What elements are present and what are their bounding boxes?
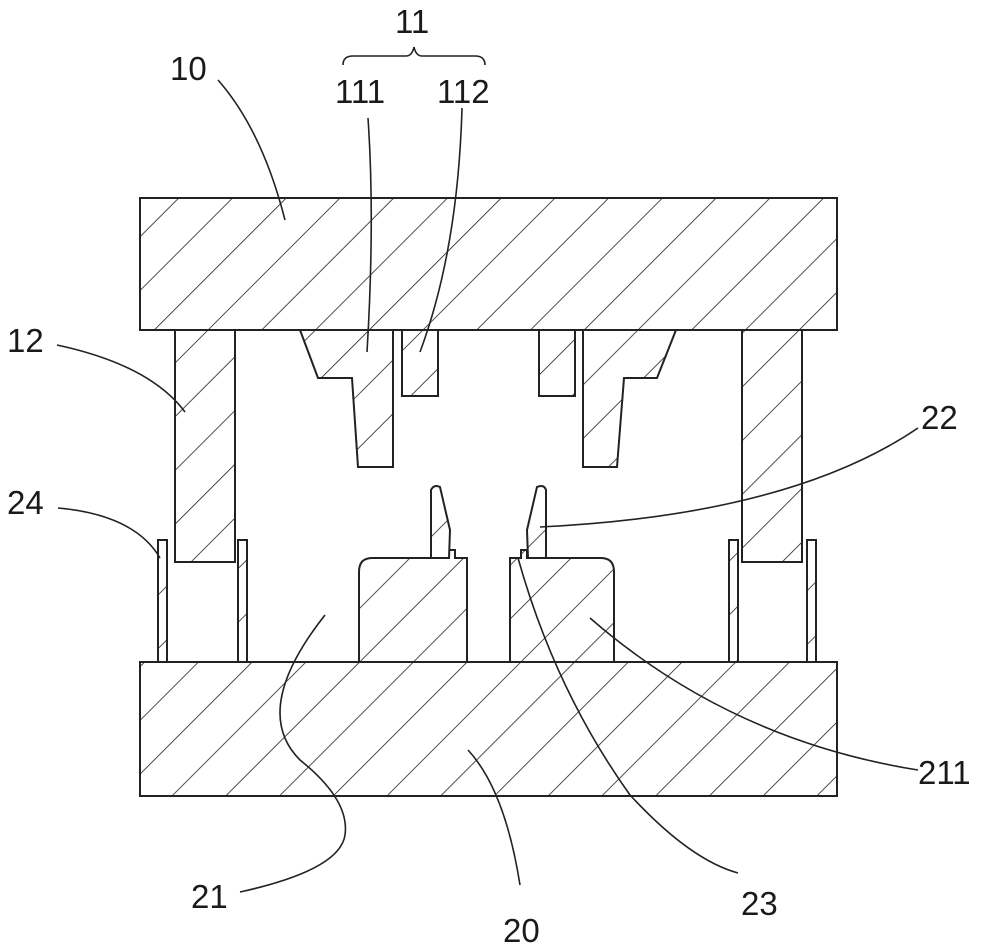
leader-211 xyxy=(589,617,919,771)
guide-post-right xyxy=(741,329,803,563)
label-21: 21 xyxy=(191,878,228,915)
leader-23 xyxy=(517,557,739,874)
label-22: 22 xyxy=(921,399,958,436)
leader-10 xyxy=(217,79,286,221)
leader-24 xyxy=(57,507,161,559)
label-11: 11 xyxy=(395,3,429,40)
leader-12 xyxy=(56,344,186,413)
punch-111-right xyxy=(582,329,678,468)
guide-sleeve-right-inner xyxy=(806,539,817,663)
leader-21 xyxy=(239,614,347,893)
guide-post-left xyxy=(174,329,236,563)
label-23: 23 xyxy=(741,885,778,922)
leader-22 xyxy=(539,427,919,528)
guide-sleeve-right-outer xyxy=(728,539,739,663)
upper-plate xyxy=(139,197,838,331)
lower-plate xyxy=(139,661,838,797)
leader-112 xyxy=(419,107,463,353)
punch-111-left xyxy=(298,329,394,468)
punch-112-left xyxy=(401,329,439,397)
label-12: 12 xyxy=(7,322,44,359)
punch-112-right xyxy=(538,329,576,397)
label-10: 10 xyxy=(170,50,207,87)
label-111: 111 xyxy=(335,73,385,110)
lower-die-left xyxy=(358,549,468,663)
label-24: 24 xyxy=(7,484,44,521)
leader-111 xyxy=(366,117,373,353)
lower-die-right xyxy=(509,549,615,663)
guide-sleeve-left-inner xyxy=(237,539,248,663)
label-20: 20 xyxy=(503,912,540,949)
label-211: 211 xyxy=(918,754,971,791)
elastic-finger-left xyxy=(430,485,452,559)
elastic-finger-right xyxy=(525,485,547,559)
group-brace xyxy=(342,46,486,66)
label-112: 112 xyxy=(437,73,490,110)
leader-20 xyxy=(467,749,521,886)
